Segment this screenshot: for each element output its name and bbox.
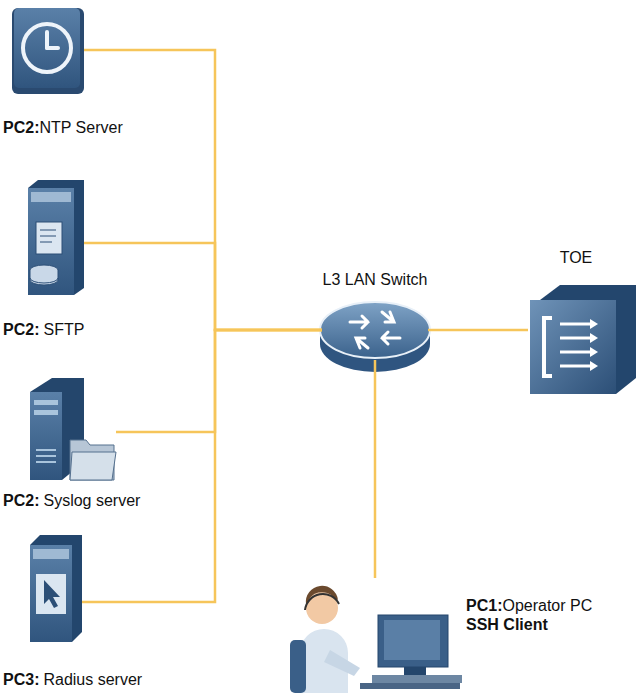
device-name: SSH Client <box>466 616 548 633</box>
network-link <box>116 330 322 432</box>
device-label: TOE <box>560 248 593 267</box>
device-node: PC1:Operator PCSSH Client <box>288 578 460 693</box>
radius-icon <box>30 535 82 642</box>
network-link <box>84 243 322 330</box>
device-node: L3 LAN Switch <box>318 300 432 360</box>
pc-id: PC3: <box>3 671 39 688</box>
device-label: L3 LAN Switch <box>323 270 428 289</box>
toe-icon <box>530 285 636 394</box>
device-label: PC2:NTP Server <box>3 118 123 137</box>
network-link <box>84 50 322 330</box>
pc-id: PC1: <box>466 597 502 614</box>
device-node: PC3:Radius server <box>30 535 82 642</box>
syslog-icon <box>30 378 116 480</box>
device-node: PC2:SFTP <box>26 180 84 295</box>
device-name: Operator PC <box>502 597 592 614</box>
device-label: PC2:SFTP <box>3 320 84 339</box>
device-label: PC2:Syslog server <box>3 491 140 510</box>
pc-id: PC2: <box>3 321 39 338</box>
pc-id: PC2: <box>3 119 39 136</box>
operator-icon <box>290 586 462 693</box>
ntp-icon <box>12 8 84 94</box>
sftp-icon <box>28 180 84 295</box>
device-node: PC2:NTP Server <box>12 8 84 94</box>
device-label: PC1:Operator PC SSH Client <box>466 596 592 634</box>
device-name: SFTP <box>43 321 84 338</box>
device-name: Radius server <box>43 671 142 688</box>
device-name: NTP Server <box>39 119 122 136</box>
device-label: PC3:Radius server <box>3 670 142 689</box>
network-link <box>374 360 377 578</box>
device-name: L3 LAN Switch <box>323 271 428 288</box>
network-link <box>82 330 322 602</box>
device-name: TOE <box>560 249 593 266</box>
device-node: PC2:Syslog server <box>28 378 116 482</box>
network-link <box>428 329 528 332</box>
device-node: TOE <box>528 285 636 395</box>
pc-id: PC2: <box>3 492 39 509</box>
device-name: Syslog server <box>43 492 140 509</box>
